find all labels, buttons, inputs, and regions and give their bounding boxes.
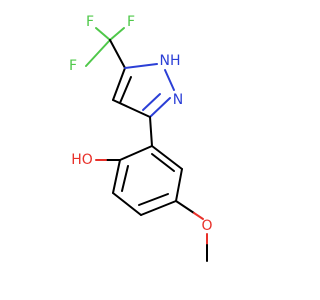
bond-bz-c1-c2 [119,145,153,161]
bond-bz-c6-c1 [151,145,183,170]
bond-c-f3 [109,27,125,41]
bond-cf3-ring [109,39,126,69]
fluorine-label-3: F [127,14,135,30]
bond-bz-c6-c1-double [151,153,175,172]
atom-labels: F F F NH N HO O [69,14,213,234]
bond-pz-c5-c4-double [119,76,132,104]
fluorine-label-2: F [69,58,77,74]
bond-bz-c3-c4 [112,192,142,216]
bond-bz-c4-c5-double [138,193,169,206]
hydroxyl-label: HO [71,152,93,168]
bond-pz-c3-n2-double [142,93,161,111]
bonds [85,27,208,262]
structure-drawing: F F F NH N HO O [69,14,213,262]
methoxy-oxygen-label: O [201,218,212,234]
bond-c-ome-red [193,212,204,220]
fluorine-label-1: F [86,14,94,30]
bond-bz-c2-c3-double [121,165,129,192]
bond-bz-c5-c6 [175,168,183,202]
bond-pz-c3-n2 [149,97,171,118]
bond-bz-c4-c5 [140,200,177,216]
molecule-diagram: F F F NH N HO O [68,14,213,262]
bond-pz-n1-c5 [124,63,158,69]
bond-pz-n2-n1 [164,69,175,91]
bond-pz-c4-c3 [112,99,151,118]
bond-c-ome [175,200,195,214]
nitrogen-nh-label: NH [160,53,181,69]
bond-c-f2 [85,39,111,67]
bond-c-f1 [95,27,111,41]
bond-bz-c2-c3 [112,159,121,194]
bond-pz-c5-c4 [112,67,126,101]
bond-pz-to-benzene [149,116,153,147]
nitrogen-label: N [173,92,183,108]
